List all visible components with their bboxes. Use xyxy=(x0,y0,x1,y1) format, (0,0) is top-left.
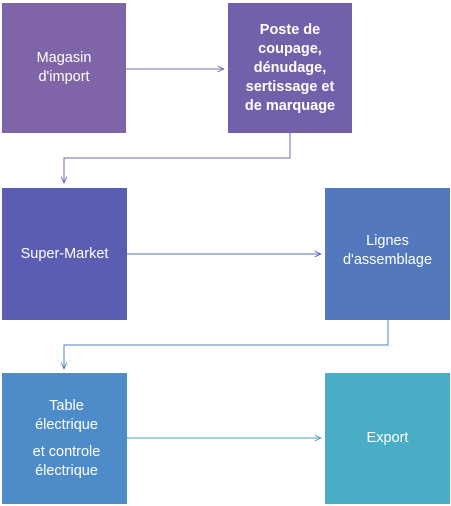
node-magasin-import-label-line-1: Magasin xyxy=(36,50,92,66)
node-lignes-assemblage-label-line-1: Lignes xyxy=(366,233,409,249)
node-table-electrique-label-line-4: électrique xyxy=(35,462,98,479)
node-magasin-import: Magasin d'import xyxy=(2,3,126,133)
node-export: Export xyxy=(325,373,450,504)
node-lignes-assemblage: Lignes d'assemblage xyxy=(325,188,450,320)
node-magasin-import-label-line-2: d'import xyxy=(38,69,90,85)
node-poste-coupage-label-line-4: sertissage et xyxy=(245,78,335,95)
node-export-label: Export xyxy=(366,430,409,446)
node-table-electrique: Table électrique et controle électrique xyxy=(2,373,127,504)
node-table-electrique-label-line-1: Table xyxy=(49,397,84,414)
node-poste-coupage: Poste de coupage, dénudage, sertissage e… xyxy=(228,3,352,133)
node-lignes-assemblage-label-line-2: d'assemblage xyxy=(342,252,433,268)
node-poste-coupage-label-line-2: coupage, xyxy=(258,40,322,57)
node-table-electrique-label-line-3: et controle xyxy=(32,443,101,460)
node-poste-coupage-label-line-3: dénudage, xyxy=(253,59,327,76)
node-poste-coupage-label-line-5: de marquage xyxy=(244,97,336,114)
node-super-market: Super-Market xyxy=(2,188,127,320)
arrow-lignes-to-table xyxy=(64,320,389,369)
node-table-electrique-label-line-2: électrique xyxy=(35,416,98,433)
node-poste-coupage-label-line-1: Poste de xyxy=(259,21,321,38)
arrow-poste-to-super-market xyxy=(64,133,291,183)
node-super-market-label: Super-Market xyxy=(20,245,109,262)
